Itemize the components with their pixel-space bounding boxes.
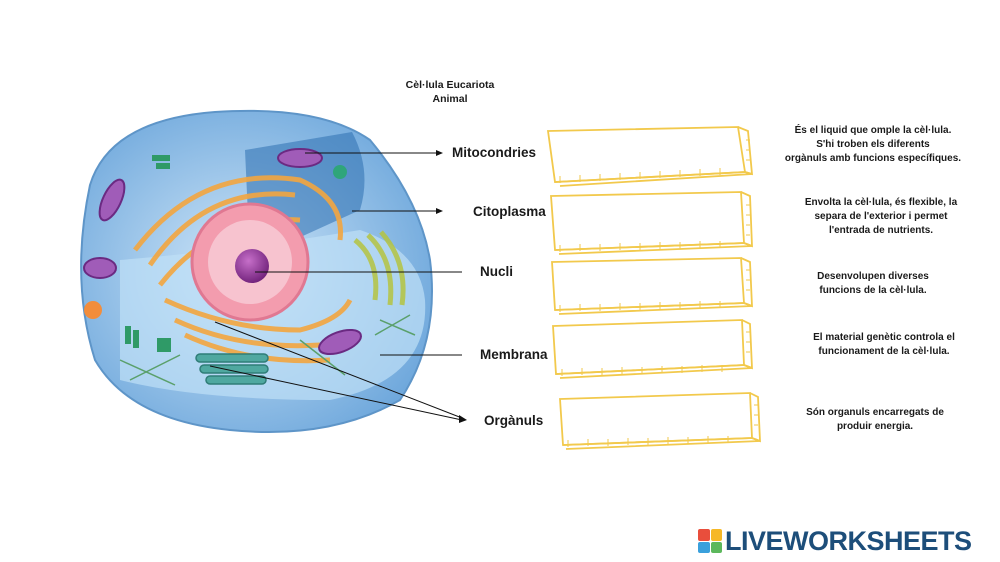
description-5-line-1: Són organuls encarregats de xyxy=(806,407,944,418)
title-line-1: Cèl·lula Eucariota xyxy=(405,79,495,91)
brand-logo-icon xyxy=(698,529,722,553)
description-2-line-2: separa de l'exterior i permet xyxy=(814,211,948,222)
description-1-line-2: S'hi troben els diferents xyxy=(816,139,930,150)
golgi-green xyxy=(353,230,406,306)
term-nucli: Nucli xyxy=(480,264,514,279)
description-5-line-2: produir energia. xyxy=(836,421,914,432)
pointer-lines xyxy=(209,152,463,421)
title-line-2: Animal xyxy=(432,93,468,105)
term-organuls: Orgànuls xyxy=(484,413,544,428)
answer-box-shapes xyxy=(546,126,761,450)
lysosome xyxy=(84,301,102,319)
answer-box-4[interactable] xyxy=(555,324,746,372)
description-1-line-1: És el liquid que omple la cèl·lula. xyxy=(794,125,952,136)
term-citoplasma: Citoplasma xyxy=(473,204,546,219)
nucleolus xyxy=(235,249,269,283)
mitochondrion-3 xyxy=(83,257,117,279)
term-membrana: Membrana xyxy=(480,347,548,362)
answer-box-1[interactable] xyxy=(550,130,745,180)
answer-box-2[interactable] xyxy=(553,195,746,248)
description-3-line-1: Desenvolupen diverses xyxy=(817,271,929,282)
mitochondrion-2 xyxy=(98,178,126,222)
description-1-line-3: orgànuls amb funcions específiques. xyxy=(784,153,962,164)
vacuole xyxy=(333,165,347,179)
diagram-title: Cèl·lula Eucariota Animal xyxy=(360,78,540,106)
term-mitocondries: Mitocondries xyxy=(452,145,537,160)
endoplasmic-reticulum xyxy=(133,175,353,364)
mitochondrion-4 xyxy=(318,328,362,356)
golgi-apparatus xyxy=(195,353,269,385)
description-2-line-1: Envolta la cèl·lula, és flexible, la xyxy=(804,197,958,208)
description-3-line-2: funcions de la cèl·lula. xyxy=(819,285,927,296)
answer-box-hatching xyxy=(559,139,758,447)
brand-footer: LIVEWORKSHEETS xyxy=(698,526,972,556)
answer-box-5[interactable] xyxy=(562,397,754,443)
pointer-arrowheads xyxy=(436,150,467,423)
description-card-4[interactable]: El material genètic controla el funciona… xyxy=(789,331,979,359)
mitochondrion-1 xyxy=(277,148,323,168)
brand-name: LIVEWORKSHEETS xyxy=(725,525,972,556)
description-card-3[interactable]: Desenvolupen diverses funcions de la cèl… xyxy=(778,270,968,298)
description-2-line-3: l'entrada de nutrients. xyxy=(828,225,934,236)
description-4-line-1: El material genètic controla el xyxy=(813,332,955,343)
description-card-5[interactable]: Són organuls encarregats de produir ener… xyxy=(780,406,970,434)
centrioles xyxy=(125,155,171,352)
description-4-line-2: funcionament de la cèl·lula. xyxy=(818,346,950,357)
description-card-1[interactable]: És el liquid que omple la cèl·lula. S'hi… xyxy=(778,124,968,166)
answer-box-3[interactable] xyxy=(554,261,746,308)
description-card-2[interactable]: Envolta la cèl·lula, és flexible, la sep… xyxy=(786,196,976,238)
